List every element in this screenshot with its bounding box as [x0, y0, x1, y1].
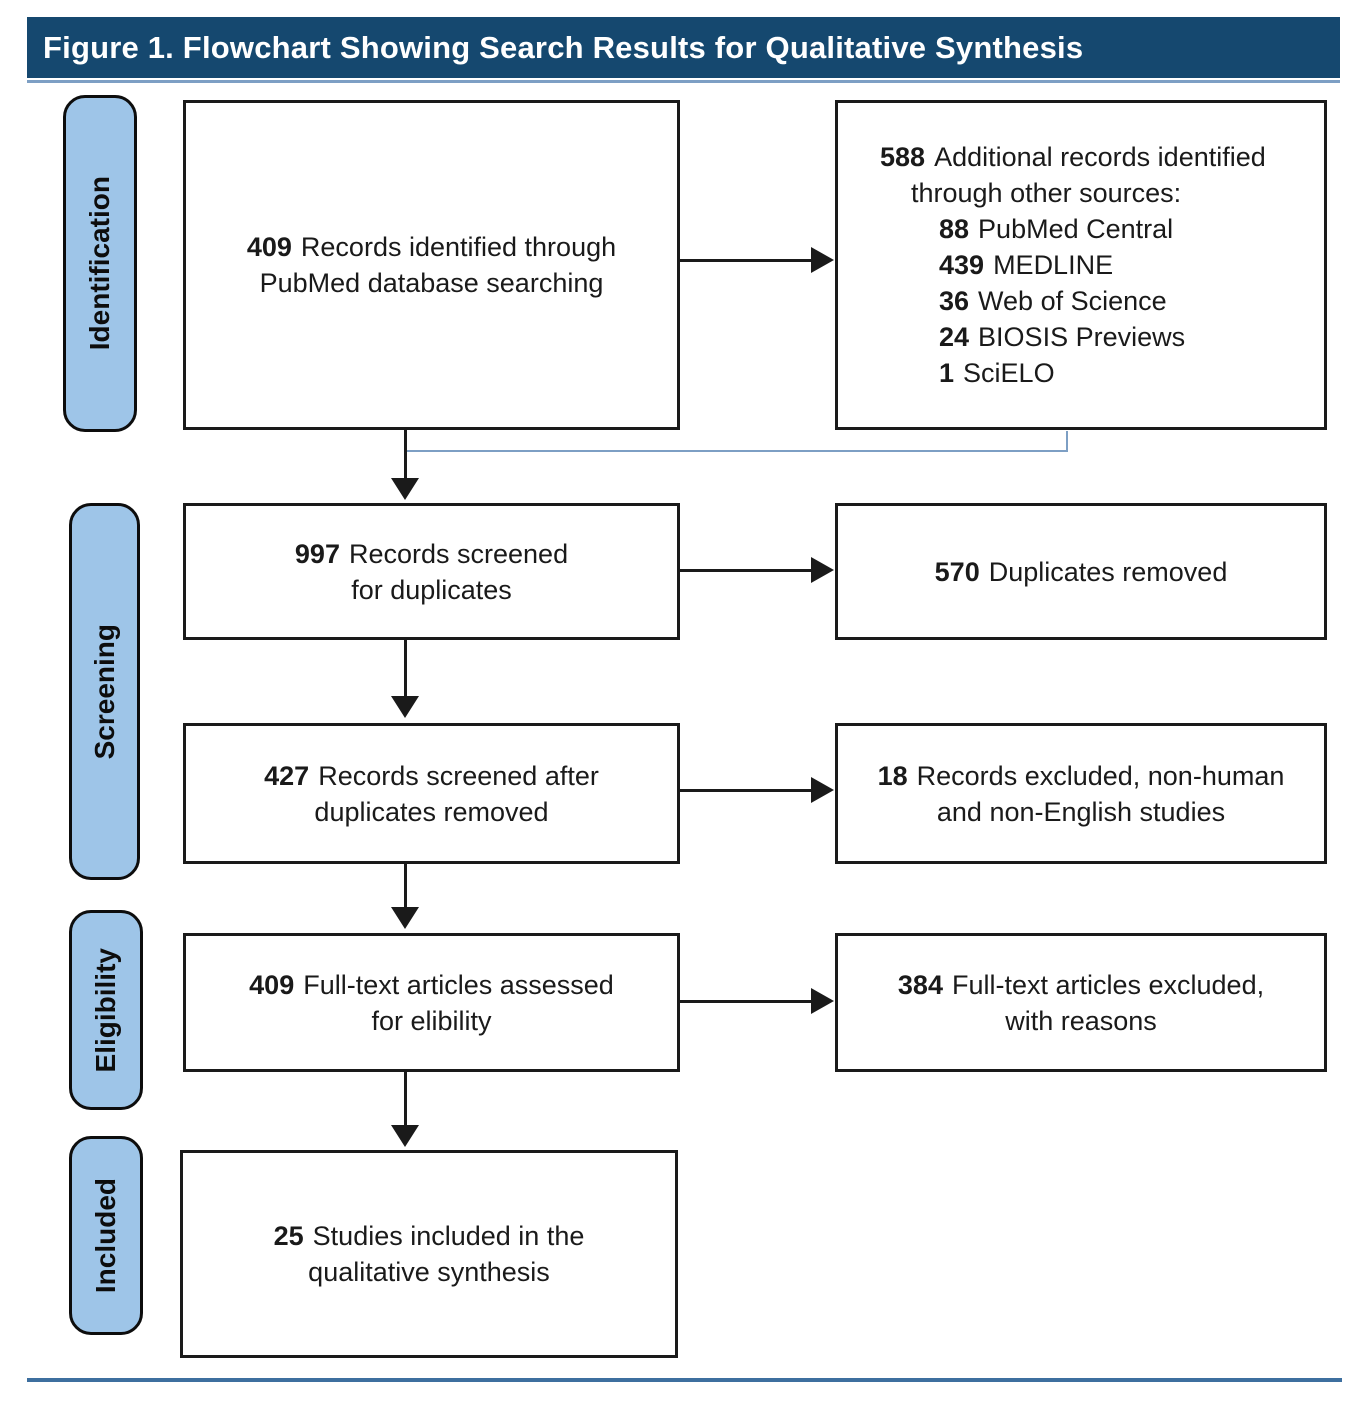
arrowhead-right-icon [811, 557, 834, 583]
arrowhead-right-icon [811, 247, 834, 273]
box-line: and non-English studies [936, 796, 1226, 827]
stage-label-screening: Screening [69, 503, 140, 880]
count-value: 588 [880, 142, 926, 172]
box-line: for duplicates [351, 574, 512, 605]
stage-label-identification: Identification [63, 95, 137, 432]
box-line: 25 Studies included in the [274, 1218, 585, 1254]
box-records-screened: 997 Records screened for duplicates [183, 503, 680, 640]
merge-connector-horizontal [405, 450, 1068, 452]
box-line: 570 Duplicates removed [935, 554, 1228, 590]
box-records-identified: 409 Records identified through PubMed dat… [183, 100, 680, 430]
box-line: 384 Full-text articles excluded, [898, 967, 1264, 1003]
source-item: 24 BIOSIS Previews [939, 319, 1185, 355]
arrow-screened-to-duplicates [680, 569, 813, 572]
source-label: MEDLINE [993, 250, 1114, 280]
count-value: 18 [877, 760, 908, 791]
source-label: BIOSIS Previews [978, 322, 1186, 352]
box-fulltext-excluded: 384 Full-text articles excluded, with rea… [835, 933, 1327, 1072]
box-line: duplicates removed [314, 796, 549, 827]
count-value: 439 [939, 250, 985, 280]
box-line: qualitative synthesis [308, 1257, 550, 1287]
count-value: 427 [264, 760, 310, 791]
count-value: 997 [294, 538, 340, 569]
count-value: 36 [939, 286, 970, 316]
source-label: SciELO [963, 358, 1055, 388]
box-line: 409 Records identified through [247, 229, 616, 265]
stage-label-eligibility: Eligibility [69, 910, 143, 1110]
box-line: 588 Additional records identified [880, 139, 1266, 175]
count-value: 570 [934, 556, 980, 587]
source-item: 1 SciELO [939, 355, 1055, 391]
stage-label-text: Identification [84, 176, 115, 351]
arrowhead-down-icon [391, 696, 419, 718]
box-line: 997 Records screened [295, 536, 568, 572]
box-text: Records screened after [318, 760, 599, 791]
stage-label-text: Eligibility [90, 947, 121, 1073]
arrow-identified-to-additional [680, 259, 813, 262]
box-studies-included: 25 Studies included in the qualitative sy… [180, 1150, 678, 1358]
count-value: 24 [939, 322, 970, 352]
stage-label-included: Included [69, 1136, 143, 1335]
box-line: for elibility [371, 1005, 492, 1036]
box-line: PubMed database searching [259, 268, 604, 298]
arrow-screened-after-to-fulltext [404, 864, 407, 909]
box-text: Additional records identified [934, 142, 1266, 172]
count-value: 409 [246, 232, 292, 262]
box-line: 427 Records screened after [264, 758, 599, 794]
source-label: PubMed Central [978, 214, 1174, 244]
count-value: 384 [897, 969, 943, 1000]
box-fulltext-assessed: 409 Full-text articles assessed for elibi… [183, 933, 680, 1072]
arrow-screened-after-to-excluded [680, 789, 813, 792]
box-screened-after-duplicates: 427 Records screened after duplicates rem… [183, 723, 680, 864]
merge-connector-vertical [1066, 431, 1068, 452]
stage-label-text: Included [90, 1177, 121, 1294]
box-additional-records: 588 Additional records identified through… [835, 100, 1327, 430]
box-text: Full-text articles excluded, [951, 969, 1265, 1000]
count-value: 409 [249, 969, 295, 1000]
box-line: through other sources: [911, 178, 1182, 208]
box-text: Records excluded, non-human [916, 760, 1285, 791]
box-records-excluded: 18 Records excluded, non-human and non-En… [835, 723, 1327, 864]
count-value: 25 [273, 1221, 304, 1251]
box-text: Full-text articles assessed [303, 969, 614, 1000]
box-text: Duplicates removed [988, 556, 1228, 587]
footer-rule [27, 1378, 1342, 1382]
count-value: 88 [939, 214, 970, 244]
box-line: 409 Full-text articles assessed [249, 967, 614, 1003]
source-item: 439 MEDLINE [939, 247, 1113, 283]
box-line: with reasons [1005, 1005, 1157, 1036]
box-text: Records identified through [300, 232, 617, 262]
arrow-screened-to-screened-after [404, 640, 407, 698]
source-item: 36 Web of Science [939, 283, 1167, 319]
source-label: Web of Science [978, 286, 1167, 316]
stage-label-text: Screening [88, 623, 120, 760]
box-text: Studies included in the [312, 1221, 585, 1251]
arrowhead-right-icon [811, 988, 834, 1014]
arrowhead-down-icon [391, 907, 419, 929]
arrowhead-down-icon [391, 478, 419, 500]
box-line: 18 Records excluded, non-human [878, 758, 1285, 794]
arrow-fulltext-to-included [404, 1072, 407, 1127]
source-item: 88 PubMed Central [939, 211, 1173, 247]
count-value: 1 [939, 358, 955, 388]
figure-title-bar: Figure 1. Flowchart Showing Search Resul… [27, 17, 1340, 78]
box-text: Records screened [348, 538, 569, 569]
title-underline [27, 80, 1340, 83]
box-duplicates-removed: 570 Duplicates removed [835, 503, 1327, 640]
figure-title: Figure 1. Flowchart Showing Search Resul… [43, 29, 1084, 65]
arrowhead-right-icon [811, 777, 834, 803]
arrowhead-down-icon [391, 1125, 419, 1147]
arrow-identified-to-screened [404, 430, 407, 480]
arrow-fulltext-to-excluded [680, 1000, 813, 1003]
